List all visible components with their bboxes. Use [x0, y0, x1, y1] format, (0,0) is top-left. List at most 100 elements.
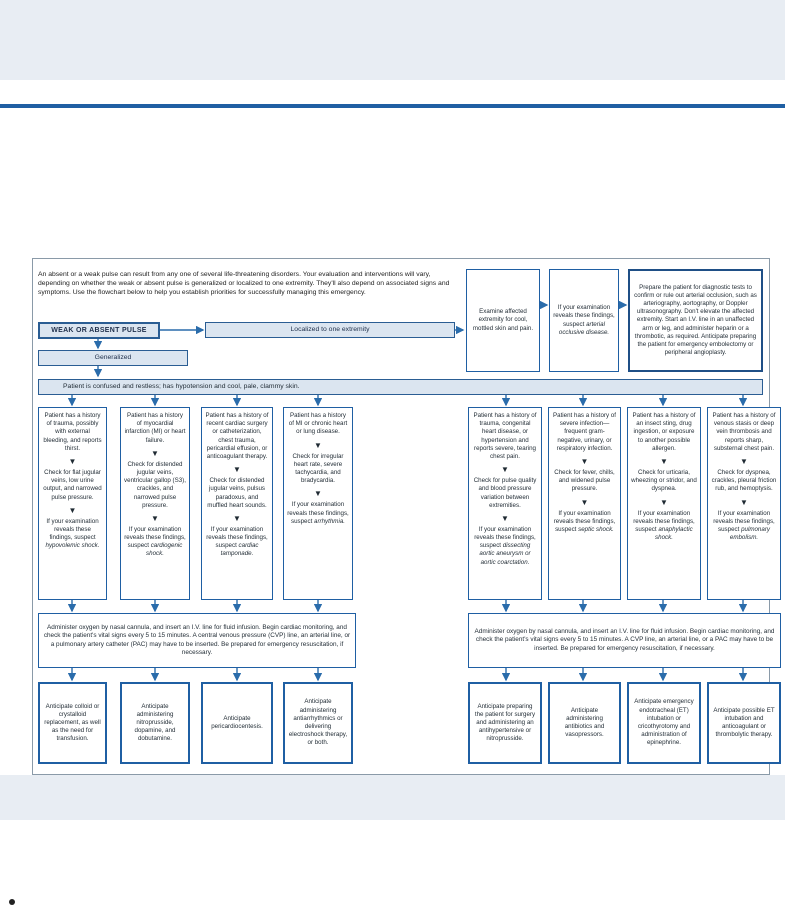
examine-text: Examine affected extremity for cool, mot…	[472, 308, 534, 332]
down-arrow-icon: ▼	[314, 440, 322, 450]
col-hypovolemic: Patient has a history of trauma, possibl…	[38, 407, 107, 600]
admin-right-text: Administer oxygen by nasal cannula, and …	[474, 627, 775, 652]
outcome-intubation: Anticipate emergency endotracheal (ET) i…	[627, 682, 701, 764]
col-history: Patient has a history of myocardial infa…	[124, 412, 186, 444]
col-exam-text: If your examination reveals these findin…	[124, 525, 186, 550]
col-exam: If your examination reveals these findin…	[42, 518, 103, 551]
outcome-text: Anticipate colloid or crystalloid replac…	[44, 702, 101, 743]
confused-text: Patient is confused and restless; has hy…	[63, 382, 300, 390]
col-exam-text: If your examination reveals these findin…	[633, 509, 695, 533]
col-diagnosis: hypovolemic shock.	[45, 542, 100, 550]
col-diagnosis: anaphylactic shock.	[655, 525, 693, 542]
col-exam: If your examination reveals these findin…	[552, 510, 617, 535]
col-exam-text: If your examination reveals these findin…	[46, 517, 99, 542]
down-arrow-icon: ▼	[233, 465, 241, 475]
outcome-text: Anticipate pericardiocentesis.	[211, 714, 263, 730]
col-exam: If your examination reveals these findin…	[205, 526, 269, 559]
outcome-text: Anticipate possible ET intubation and an…	[713, 706, 775, 739]
col-pulmonary: Patient has a history of venous stasis o…	[707, 407, 781, 600]
admin-left-text: Administer oxygen by nasal cannula, and …	[43, 623, 351, 656]
prepare-text: Prepare the patient for diagnostic tests…	[634, 283, 757, 357]
col-check: Check for irregular heart rate, severe t…	[292, 452, 344, 485]
outcome-pericardiocentesis: Anticipate pericardiocentesis.	[201, 682, 273, 764]
down-arrow-icon: ▼	[740, 456, 748, 466]
localized-label: Localized to one extremity	[290, 325, 370, 333]
col-diagnosis: cardiogenic shock.	[146, 542, 183, 558]
bullet-dot	[9, 899, 15, 905]
arterial-dx: arterial occlusive disease.	[558, 320, 610, 336]
col-anaphylactic: Patient has a history of an insect sting…	[627, 407, 701, 600]
col-history: Patient has a history of severe infectio…	[553, 412, 616, 452]
col-check: Check for urticaria, wheezing or stridor…	[631, 468, 697, 493]
outcome-text: Anticipate administering antibiotics and…	[564, 706, 605, 739]
col-history: Patient has a history of venous stasis o…	[712, 412, 776, 452]
col-aortic: Patient has a history of trauma, congeni…	[468, 407, 542, 600]
down-arrow-icon: ▼	[501, 513, 509, 523]
down-arrow-icon: ▼	[314, 489, 322, 499]
down-arrow-icon: ▼	[660, 497, 668, 507]
col-history: Patient has a history of an insect sting…	[632, 412, 696, 452]
intro-text: An absent or a weak pulse can result fro…	[38, 271, 450, 297]
col-exam-text: If your examination reveals these findin…	[474, 525, 536, 550]
col-check: Check for fever, chills, and widened pul…	[554, 468, 615, 493]
col-history: Patient has a history of trauma, congeni…	[473, 412, 537, 460]
col-history: Patient has a history of trauma, possibl…	[43, 412, 102, 452]
col-diagnosis: cardiac tamponade.	[220, 542, 259, 558]
col-cardiogenic: Patient has a history of myocardial infa…	[120, 407, 190, 600]
outcome-antiarrhythmics: Anticipate administering antiarrhythmics…	[283, 682, 353, 764]
generalized-box: Generalized	[38, 350, 188, 366]
outcome-text: Anticipate emergency endotracheal (ET) i…	[634, 698, 694, 747]
col-tamponade: Patient has a history of recent cardiac …	[201, 407, 273, 600]
outcome-text: Anticipate administering antiarrhythmics…	[288, 698, 348, 747]
arterial-pre: If your examination reveals these findin…	[553, 304, 615, 328]
outcome-colloid: Anticipate colloid or crystalloid replac…	[38, 682, 107, 764]
down-arrow-icon: ▼	[151, 513, 159, 523]
col-history: Patient has a history of MI or chronic h…	[288, 412, 348, 436]
outcome-nitroprusside: Anticipate administering nitroprusside, …	[120, 682, 190, 764]
administer-oxygen-right: Administer oxygen by nasal cannula, and …	[468, 613, 781, 668]
col-check: Check for pulse quality and blood pressu…	[473, 477, 537, 509]
header-label: WEAK OR ABSENT PULSE	[51, 326, 147, 334]
arterial-occlusive-box: If your examination reveals these findin…	[549, 269, 619, 372]
col-exam: If your examination reveals these findin…	[124, 526, 186, 559]
arterial-text: If your examination reveals these findin…	[553, 304, 615, 337]
col-diagnosis: septic shock.	[578, 525, 614, 533]
down-arrow-icon: ▼	[151, 448, 159, 458]
down-arrow-icon: ▼	[68, 456, 77, 466]
localized-box: Localized to one extremity	[205, 322, 455, 338]
outcome-antibiotics: Anticipate administering antibiotics and…	[548, 682, 621, 764]
top-band	[0, 0, 785, 80]
col-exam-text: If your examination reveals these findin…	[287, 501, 349, 525]
col-diagnosis: arrhythmia.	[314, 517, 345, 525]
col-check: Check for dyspnea, crackles, pleural fri…	[711, 468, 777, 493]
down-arrow-icon: ▼	[580, 497, 589, 507]
col-exam-text: If your examination reveals these findin…	[206, 525, 268, 550]
col-exam-text: If your examination reveals these findin…	[553, 509, 616, 533]
col-check: Check for distended jugular veins, ventr…	[124, 460, 186, 509]
col-arrhythmia: Patient has a history of MI or chronic h…	[283, 407, 353, 600]
generalized-label: Generalized	[94, 353, 132, 361]
bottom-band	[0, 775, 785, 820]
down-arrow-icon: ▼	[660, 456, 668, 466]
col-exam: If your examination reveals these findin…	[472, 526, 538, 567]
down-arrow-icon: ▼	[233, 513, 241, 523]
section-rule	[0, 104, 785, 108]
outcome-thrombolytic: Anticipate possible ET intubation and an…	[707, 682, 781, 764]
col-check: Check for flat jugular veins, low urine …	[43, 468, 102, 501]
col-exam: If your examination reveals these findin…	[711, 510, 777, 543]
outcome-text: Anticipate preparing the patient for sur…	[474, 702, 536, 743]
administer-oxygen-left: Administer oxygen by nasal cannula, and …	[38, 613, 356, 668]
confused-restless-box: Patient is confused and restless; has hy…	[38, 379, 763, 395]
down-arrow-icon: ▼	[68, 505, 77, 515]
col-diagnosis: dissecting aortic aneurysm or aortic coa…	[479, 542, 531, 566]
col-exam: If your examination reveals these findin…	[631, 510, 697, 543]
weak-absent-pulse-box: WEAK OR ABSENT PULSE	[38, 322, 160, 339]
col-diagnosis: pulmonary embolism.	[729, 525, 770, 542]
down-arrow-icon: ▼	[580, 456, 589, 466]
prepare-diagnostic-box: Prepare the patient for diagnostic tests…	[628, 269, 763, 372]
col-exam-text: If your examination reveals these findin…	[713, 509, 775, 533]
col-septic: Patient has a history of severe infectio…	[548, 407, 621, 600]
down-arrow-icon: ▼	[501, 465, 509, 475]
outcome-surgery: Anticipate preparing the patient for sur…	[468, 682, 542, 764]
outcome-text: Anticipate administering nitroprusside, …	[134, 702, 176, 743]
